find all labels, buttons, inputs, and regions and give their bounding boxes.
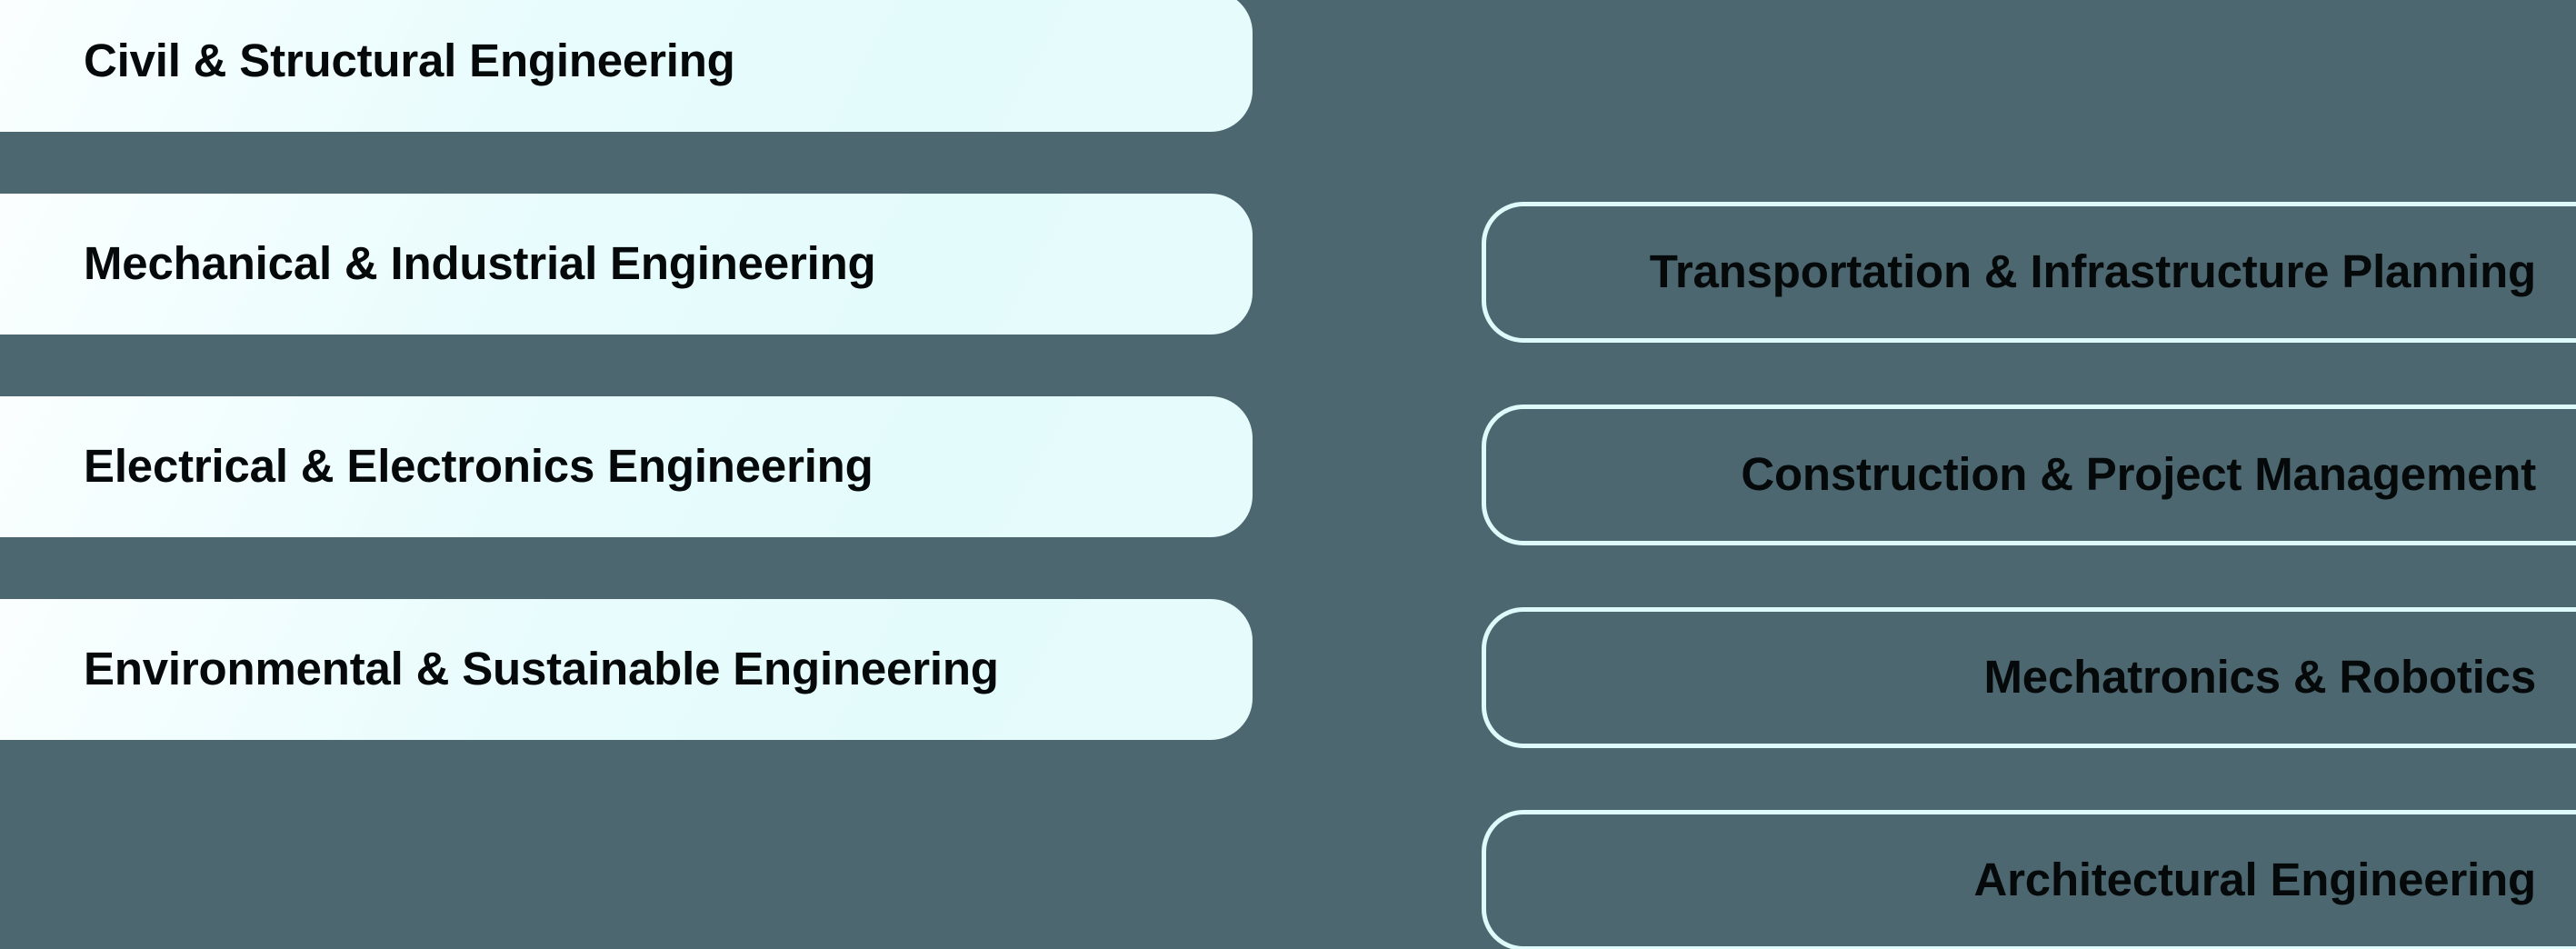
discipline-card-label: Mechatronics & Robotics: [1983, 651, 2537, 704]
discipline-card-label: Civil & Structural Engineering: [84, 35, 735, 87]
right-card-column: Transportation & Infrastructure Planning…: [1482, 0, 2576, 949]
discipline-card-label: Construction & Project Management: [1741, 448, 2536, 501]
discipline-card-electrical-electronics[interactable]: Electrical & Electronics Engineering: [0, 396, 1253, 537]
discipline-card-label: Environmental & Sustainable Engineering: [84, 643, 999, 695]
discipline-card-mechanical-industrial[interactable]: Mechanical & Industrial Engineering: [0, 194, 1253, 335]
discipline-card-label: Architectural Engineering: [1973, 854, 2537, 906]
left-card-column: Civil & Structural Engineering Mechanica…: [0, 0, 1253, 949]
discipline-card-construction-project-management[interactable]: Construction & Project Management: [1482, 405, 2576, 545]
discipline-card-architectural-engineering[interactable]: Architectural Engineering: [1482, 810, 2576, 949]
discipline-card-label: Mechanical & Industrial Engineering: [84, 237, 876, 290]
discipline-card-label: Transportation & Infrastructure Planning: [1649, 245, 2536, 298]
discipline-card-civil-structural[interactable]: Civil & Structural Engineering: [0, 0, 1253, 132]
discipline-card-transportation-infrastructure[interactable]: Transportation & Infrastructure Planning: [1482, 202, 2576, 343]
discipline-card-environmental-sustainable[interactable]: Environmental & Sustainable Engineering: [0, 599, 1253, 740]
discipline-card-label: Electrical & Electronics Engineering: [84, 440, 874, 493]
discipline-card-mechatronics-robotics[interactable]: Mechatronics & Robotics: [1482, 607, 2576, 748]
